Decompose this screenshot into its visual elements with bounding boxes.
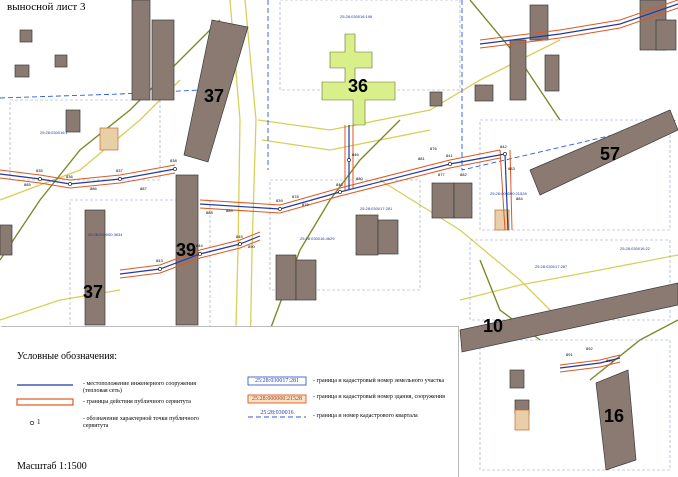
block-number-37-top: 37	[204, 86, 224, 106]
point-label: 845	[236, 234, 243, 239]
point-label: 842	[500, 144, 507, 149]
legend-item-heat-network: - местоположение инженерного сооружения …	[83, 381, 197, 394]
legend-panel: Условные обозначения: 1 - местоположение…	[1, 326, 459, 477]
point-label: 878	[292, 194, 299, 199]
point-label: 886	[90, 186, 97, 191]
legend-title: Условные обозначения:	[17, 351, 118, 362]
point-label: 837	[116, 168, 123, 173]
parcel-label: 25:28:000000:3634	[88, 232, 123, 237]
scale-label: Масштаб 1:1500	[17, 461, 87, 472]
point-label: 843	[156, 258, 163, 263]
legend-item-servitude-point: - обозначение характерной точки публично…	[83, 416, 199, 429]
legend-sample-building: 25:28:000000:21528	[251, 396, 302, 402]
point-label: 876	[430, 146, 437, 151]
point-labels: 835 836 837 838 839 840 841 842 843 844 845 846 876 8…	[24, 144, 613, 363]
point-label: 888	[206, 210, 213, 215]
point-label: 838	[170, 158, 177, 163]
point-label: 881	[418, 156, 425, 161]
parcel-labels: 25:28:030016:1 25:28:030017:281 25:28:00…	[40, 14, 651, 269]
point-label: 883	[508, 166, 515, 171]
legend-item-parcel: - граница и кадастровый номер земельного…	[313, 378, 445, 384]
legend-symbols	[16, 376, 307, 426]
point-label: 893	[606, 358, 613, 363]
point-label: 880	[356, 176, 363, 181]
parcel-label: 25:28:030017:287	[535, 264, 568, 269]
block-number-37-bottom: 37	[83, 282, 103, 302]
legend-sample-parcel: 25:28:030017:281	[254, 378, 299, 384]
servitude-points	[38, 152, 507, 271]
point-label: 844	[196, 243, 203, 248]
point-label: 877	[438, 172, 445, 177]
point-label: 846	[352, 152, 359, 157]
point-label: 887	[140, 186, 147, 191]
point-label: 891	[566, 352, 573, 357]
point-label: 840	[336, 182, 343, 187]
parcel-label: 25:28:030016:196	[340, 14, 373, 19]
point-label: 879	[302, 202, 309, 207]
block-number-16: 16	[604, 406, 624, 426]
sheet-title: выносной лист 3	[4, 1, 89, 13]
hatched-structures	[99, 127, 530, 431]
block-number-36: 36	[348, 76, 368, 96]
servitude-boundary	[0, 0, 678, 373]
point-label: 835	[36, 168, 43, 173]
highlighted-building-36	[321, 33, 396, 126]
point-label: 882	[460, 172, 467, 177]
point-label: 884	[516, 196, 523, 201]
point-label: 890	[248, 244, 255, 249]
parcel-label: 25:28:030016:22	[620, 246, 651, 251]
parcel-label: 25:28:030016:4629	[300, 236, 335, 241]
block-number-10: 10	[483, 316, 503, 336]
block-number-39: 39	[176, 240, 196, 260]
point-label: 889	[226, 208, 233, 213]
block-numbers: 37 36 57 39 37 10 16	[83, 76, 624, 426]
legend-sample-quarter: 25:28:030016	[260, 410, 294, 416]
point-label: 836	[66, 174, 73, 179]
parcel-label: 25:28:030017:281	[360, 206, 393, 211]
point-label: 892	[586, 346, 593, 351]
legend-item-building: - граница и кадастровый номер здания, со…	[313, 394, 445, 400]
parcel-label: 25:28:030016:1	[40, 130, 69, 135]
point-label: 841	[446, 153, 453, 158]
legend-item-quarter: - граница и номер кадастрового квартала	[313, 413, 418, 419]
parcel-label: 25:28:000000:21528	[490, 191, 527, 196]
point-label: 885	[24, 182, 31, 187]
legend-item-servitude-boundary: - границы действия публичного сервитута	[83, 399, 191, 405]
point-label: 839	[276, 198, 283, 203]
legend-marker-label: 1	[37, 418, 41, 426]
block-number-57: 57	[600, 144, 620, 164]
